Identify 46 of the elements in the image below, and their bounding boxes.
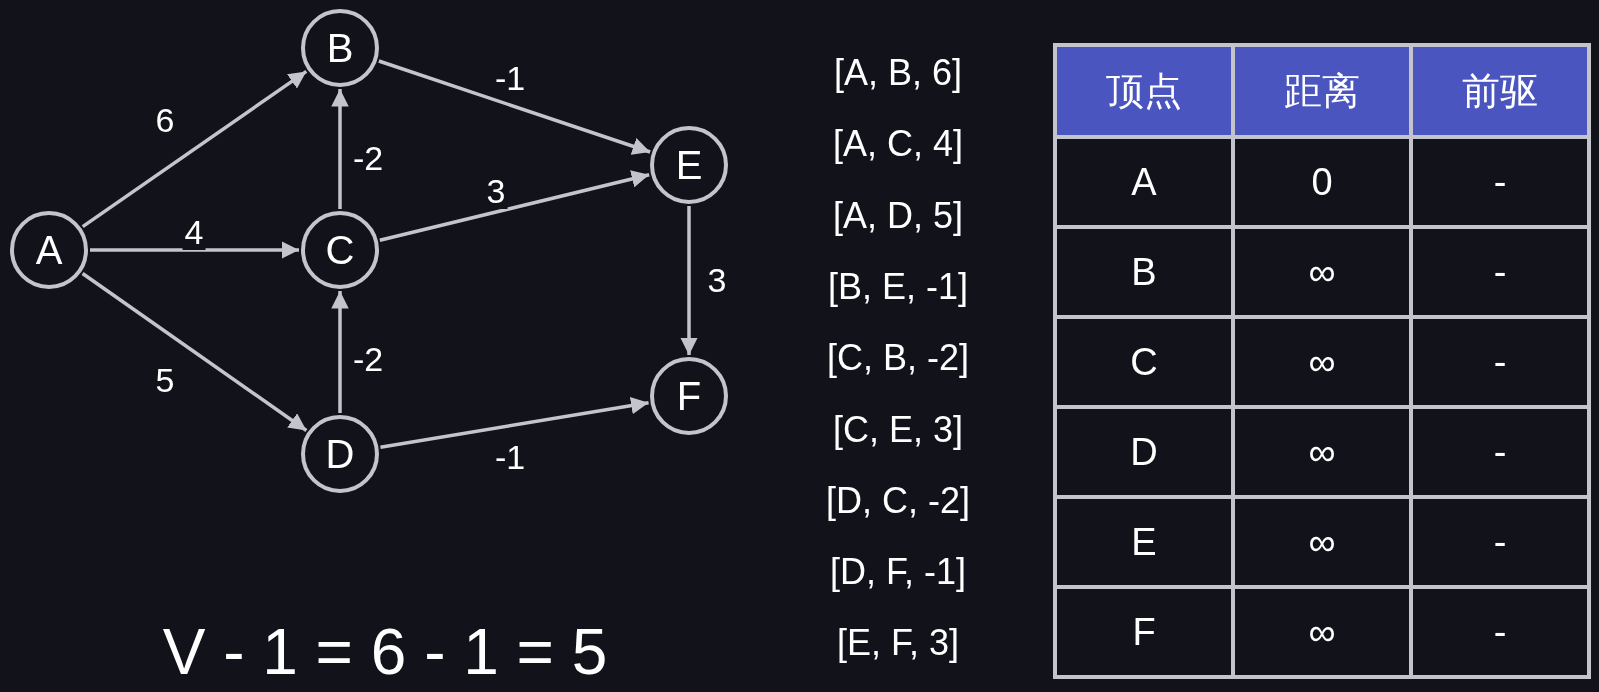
vertex-label: A <box>35 230 63 270</box>
formula-text: V - 1 = 6 - 1 = 5 <box>162 620 608 684</box>
edge-list-item: [A, B, 6] <box>833 55 963 91</box>
table-cell: E <box>1131 520 1157 564</box>
vertex-label: C <box>325 230 355 270</box>
table-cell: - <box>1493 610 1507 654</box>
table-cell: ∞ <box>1308 610 1336 654</box>
column-header: 前驱 <box>1462 67 1538 115</box>
table-cell: - <box>1493 430 1507 474</box>
table-cell: F <box>1132 610 1156 654</box>
edge-list-item: [D, F, -1] <box>830 554 966 591</box>
arrow <box>680 206 698 355</box>
edge-list-item: [A, C, 4] <box>833 126 963 163</box>
vertex-label: E <box>675 145 703 185</box>
edge-list-item: [D, C, -2] <box>826 482 970 519</box>
arrow <box>81 272 308 432</box>
table-cell: ∞ <box>1308 340 1336 384</box>
arrow <box>90 241 299 259</box>
column-header: 顶点 <box>1106 67 1182 115</box>
table-cell: ∞ <box>1308 520 1336 564</box>
table-cell: ∞ <box>1308 250 1336 294</box>
edge-list-item: [C, B, -2] <box>827 340 969 377</box>
vertex-label: F <box>676 376 702 416</box>
arrow <box>331 291 349 413</box>
arrow <box>380 396 649 449</box>
edge-list-item: [A, D, 5] <box>833 197 963 234</box>
table-cell: - <box>1493 250 1507 294</box>
table-cell: B <box>1131 250 1157 294</box>
column-header: 距离 <box>1284 67 1360 115</box>
arrow <box>379 170 650 242</box>
vertex-label: B <box>326 28 354 68</box>
vertex-label: D <box>325 434 355 474</box>
table-cell: ∞ <box>1308 430 1336 474</box>
table-cell: 0 <box>1311 160 1333 204</box>
table-cell: D <box>1130 430 1158 474</box>
edge-list-item: [B, E, -1] <box>828 268 968 305</box>
table-cell: - <box>1493 520 1507 564</box>
edge-list-item: [E, F, 3] <box>837 625 959 662</box>
arrow <box>331 89 349 209</box>
edge-list-item: [C, E, 3] <box>833 411 963 448</box>
table-cell: C <box>1130 340 1158 384</box>
table-cell: - <box>1493 160 1507 204</box>
arrow <box>81 69 308 229</box>
table-cell: - <box>1493 340 1507 384</box>
arrow <box>378 59 651 155</box>
table-cell: A <box>1131 160 1157 204</box>
